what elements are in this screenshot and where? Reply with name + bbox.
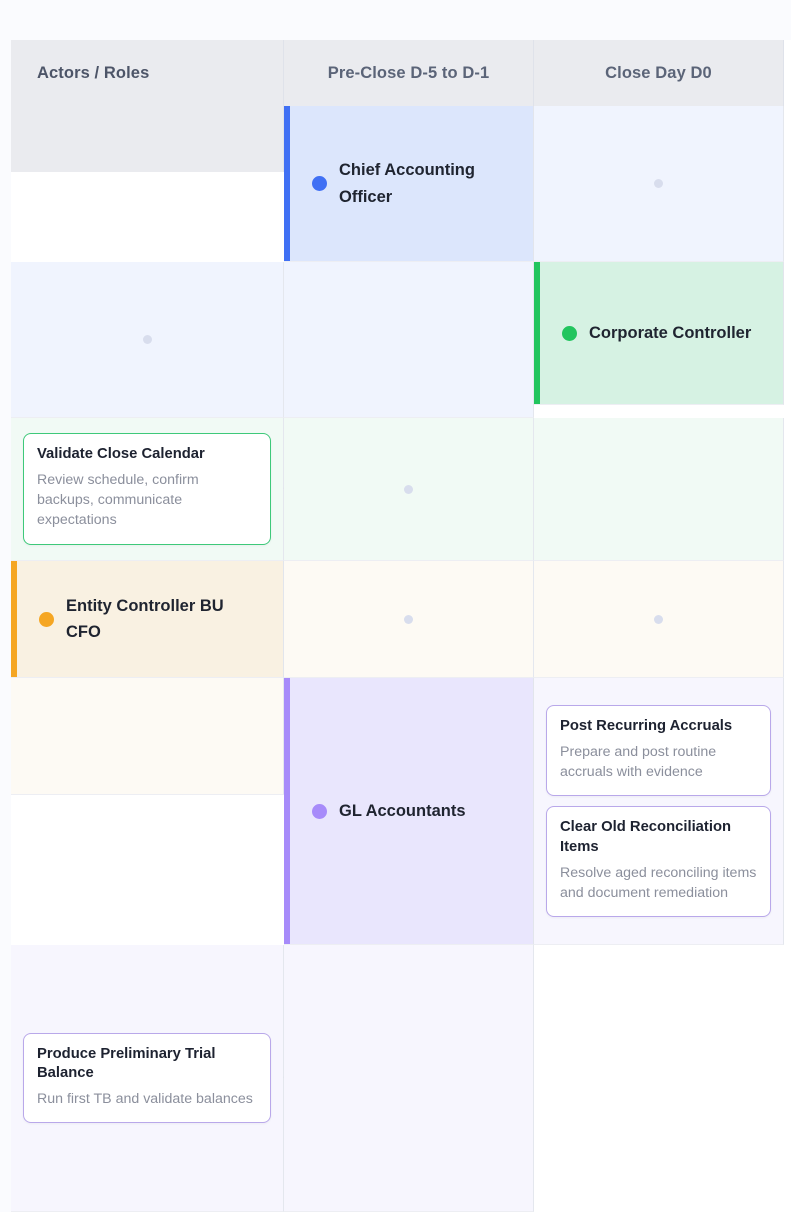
task-card-title: Validate Close Calendar xyxy=(37,446,205,463)
track-cell-entity-controller-bu-cfo-pre_close[interactable] xyxy=(284,561,534,678)
actor-cell-corporate-controller[interactable]: Corporate Controller xyxy=(534,262,784,405)
actor-label: GL Accountants xyxy=(339,801,466,820)
column-header-next_phase xyxy=(11,106,284,172)
track-cell-entity-controller-bu-cfo-close_day[interactable] xyxy=(534,561,784,678)
empty-cell-dot-icon xyxy=(142,335,152,344)
actor-label: Corporate Controller xyxy=(589,323,752,342)
track-cell-entity-controller-bu-cfo-next-phase[interactable] xyxy=(11,678,284,795)
task-card-description: Review schedule, confirm backups, commun… xyxy=(37,471,199,529)
column-header-pre_close: Pre-Close D-5 to D-1 xyxy=(284,40,534,106)
task-card-description: Run first TB and validate balances xyxy=(37,1091,253,1108)
lane-color-bar xyxy=(284,106,290,261)
actor-dot-icon xyxy=(562,325,577,341)
actor-dot-icon xyxy=(312,803,327,819)
track-cell-corporate-controller-next-phase[interactable] xyxy=(534,418,784,561)
empty-cell-dot-icon xyxy=(404,614,413,624)
task-card-description: Prepare and post routine accruals with e… xyxy=(560,743,717,780)
empty-cell-dot-icon xyxy=(654,614,663,624)
actor-cell-entity-controller-bu-cfo[interactable]: Entity Controller BU CFO xyxy=(11,561,284,678)
task-card-title: Post Recurring Accruals xyxy=(560,717,733,734)
actor-dot-icon xyxy=(39,611,54,627)
actor-cell-gl-accountants[interactable]: GL Accountants xyxy=(284,678,534,945)
actor-label: Entity Controller BU CFO xyxy=(66,596,224,641)
track-cell-gl-accountants-next-phase[interactable] xyxy=(284,945,534,1212)
track-cell-chief-accounting-officer-next-phase[interactable] xyxy=(284,262,534,418)
empty-cell-dot-icon xyxy=(404,484,413,494)
track-cell-corporate-controller-close_day[interactable] xyxy=(284,418,534,561)
column-header-actors: Actors / Roles xyxy=(11,40,284,106)
lane-color-bar xyxy=(534,262,540,404)
actor-label: Chief Accounting Officer xyxy=(339,161,475,206)
track-cell-chief-accounting-officer-close_day[interactable] xyxy=(11,262,284,418)
track-cell-chief-accounting-officer-pre_close[interactable] xyxy=(534,106,784,262)
empty-cell-dot-icon xyxy=(654,179,663,188)
column-header-close_day: Close Day D0 xyxy=(534,40,784,106)
task-card-title: Clear Old Reconciliation Items xyxy=(560,819,732,855)
lane-color-bar xyxy=(284,678,290,944)
actor-dot-icon xyxy=(312,176,327,191)
lane-color-bar xyxy=(11,561,17,677)
actor-cell-chief-accounting-officer[interactable]: Chief Accounting Officer xyxy=(284,106,534,262)
task-card-description: Resolve aged reconciling items and docum… xyxy=(560,864,757,901)
task-card-title: Produce Preliminary Trial Balance xyxy=(37,1045,216,1082)
